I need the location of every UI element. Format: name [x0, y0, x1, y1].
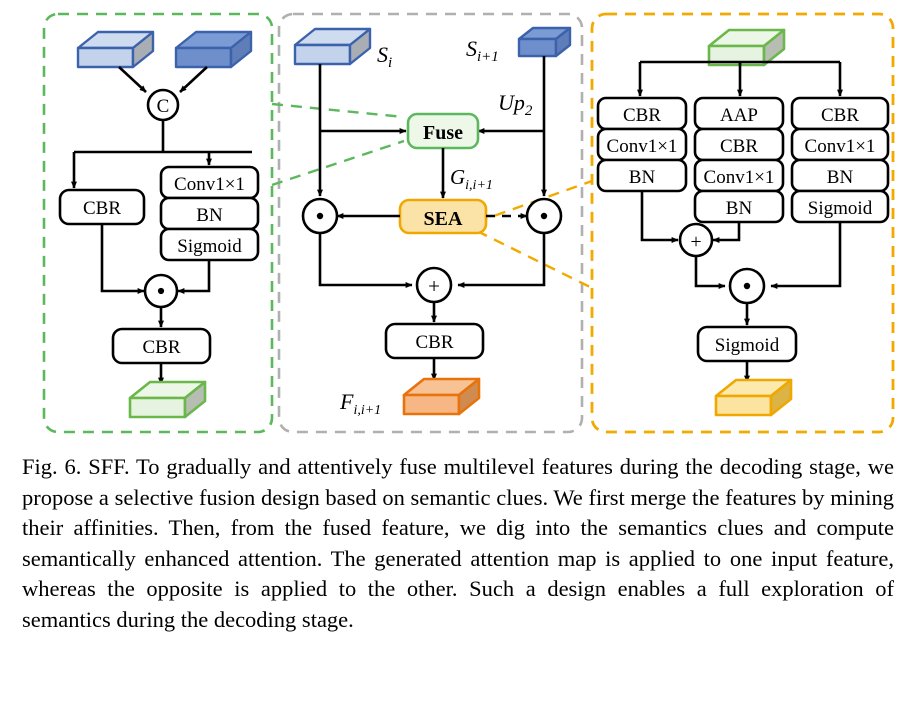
figure-caption-text: SFF. To gradually and attentively fuse m…	[22, 454, 895, 632]
right-b3-box-bn: BN	[790, 158, 890, 193]
middle-panel-frame	[277, 12, 584, 434]
left-box-cbr-label: CBR	[83, 198, 121, 219]
figure-caption-label: Fig. 6.	[22, 454, 82, 479]
right-b1-box-bn-label: BN	[629, 167, 656, 188]
right-b1-box-conv1x1-label: Conv1×1	[607, 136, 678, 157]
right-panel-zoom-connectors	[476, 179, 593, 290]
left-op-mul	[143, 273, 179, 309]
right-b1-box-bn: BN	[596, 158, 688, 193]
middle-label-si: Si	[377, 42, 392, 71]
right-fanout-bus	[637, 60, 843, 97]
middle-op-mul-right	[525, 197, 563, 235]
left-box-sigmoid: Sigmoid	[159, 227, 260, 262]
left-box-sigmoid-label: Sigmoid	[177, 236, 242, 257]
middle-input-block-sip1	[517, 26, 572, 58]
right-mul-inputs	[694, 222, 842, 289]
left-split-bus	[71, 120, 252, 189]
right-b2-box-bn-label: BN	[726, 198, 753, 219]
right-b3-box-sigmoid-label: Sigmoid	[808, 198, 873, 219]
left-box-cbr-out: CBR	[111, 327, 212, 365]
right-b2-box-bn: BN	[693, 189, 785, 224]
right-box-sigmoid-out-label: Sigmoid	[715, 335, 780, 356]
left-input-block-light	[76, 30, 155, 69]
right-op-add: +	[678, 222, 714, 258]
right-panel-frame	[590, 12, 895, 434]
left-box-conv1x1-label: Conv1×1	[174, 174, 245, 195]
middle-label-gate: Gi,i+1	[450, 165, 493, 193]
right-b1-box-cbr-label: CBR	[623, 105, 661, 126]
middle-box-cbr: CBR	[384, 322, 485, 360]
right-b1-box-cbr: CBR	[596, 96, 688, 131]
middle-label-sip1: Si+1	[466, 36, 499, 65]
right-b3-box-cbr-label: CBR	[821, 105, 859, 126]
left-box-conv1x1: Conv1×1	[159, 165, 260, 200]
middle-box-cbr-label: CBR	[415, 332, 453, 353]
middle-box-fuse: Fuse	[406, 112, 480, 150]
right-branch-2: AAP CBR Conv1×1 BN	[693, 96, 785, 224]
right-add-inputs	[640, 191, 741, 243]
middle-op-add-glyph: +	[428, 274, 440, 298]
figure-caption: Fig. 6. SFF. To gradually and attentivel…	[22, 452, 894, 636]
left-box-bn: BN	[159, 196, 260, 231]
middle-mul-to-add	[318, 233, 546, 288]
middle-box-sea-label: SEA	[424, 208, 463, 230]
right-b2-box-conv1x1: Conv1×1	[693, 158, 785, 193]
right-b2-box-aap: AAP	[693, 96, 785, 131]
left-box-bn-label: BN	[196, 205, 223, 226]
left-mul-input-arrows	[100, 224, 211, 294]
right-b3-box-sigmoid: Sigmoid	[790, 189, 890, 224]
right-b3-box-conv1x1-label: Conv1×1	[805, 136, 876, 157]
right-branch-3: CBR Conv1×1 BN Sigmoid	[790, 96, 890, 224]
middle-output-block-orange	[402, 377, 481, 416]
left-output-block-green	[128, 380, 207, 419]
middle-left-bus	[317, 64, 407, 197]
left-box-cbr: CBR	[58, 188, 146, 226]
right-output-block-yellow	[714, 378, 793, 417]
middle-right-bus	[477, 56, 547, 197]
right-b3-box-cbr: CBR	[790, 96, 890, 131]
left-op-concat-glyph: C	[157, 96, 170, 117]
sff-architecture-diagram: C CBR Conv1×1 BN Sigmoid	[42, 12, 895, 434]
right-input-block-green	[707, 28, 786, 67]
middle-label-up2: Up2	[498, 90, 533, 119]
right-b2-box-cbr: CBR	[693, 127, 785, 162]
middle-box-fuse-label: Fuse	[423, 122, 463, 144]
right-b2-box-conv1x1-label: Conv1×1	[704, 167, 775, 188]
left-box-cbr-out-label: CBR	[142, 337, 180, 358]
right-b2-box-cbr-label: CBR	[720, 136, 758, 157]
left-input-block-dark	[174, 30, 253, 69]
right-b1-box-conv1x1: Conv1×1	[596, 127, 688, 162]
right-b2-box-aap-label: AAP	[720, 105, 758, 126]
middle-box-sea: SEA	[398, 198, 488, 235]
right-op-add-glyph: +	[690, 231, 701, 253]
middle-op-add: +	[415, 266, 453, 304]
left-op-concat: C	[146, 88, 180, 122]
left-panel-frame	[42, 12, 274, 434]
middle-op-mul-left	[301, 197, 339, 235]
right-b3-box-conv1x1: Conv1×1	[790, 127, 890, 162]
right-branch-1: CBR Conv1×1 BN	[596, 96, 688, 193]
right-op-mul	[728, 267, 766, 305]
right-b3-box-bn-label: BN	[827, 167, 854, 188]
left-panel-zoom-connectors	[271, 102, 405, 187]
middle-input-block-si	[293, 27, 372, 66]
middle-label-output: Fi,i+1	[339, 389, 381, 418]
right-box-sigmoid-out: Sigmoid	[696, 325, 798, 363]
left-concat-input-arrows	[118, 66, 208, 93]
